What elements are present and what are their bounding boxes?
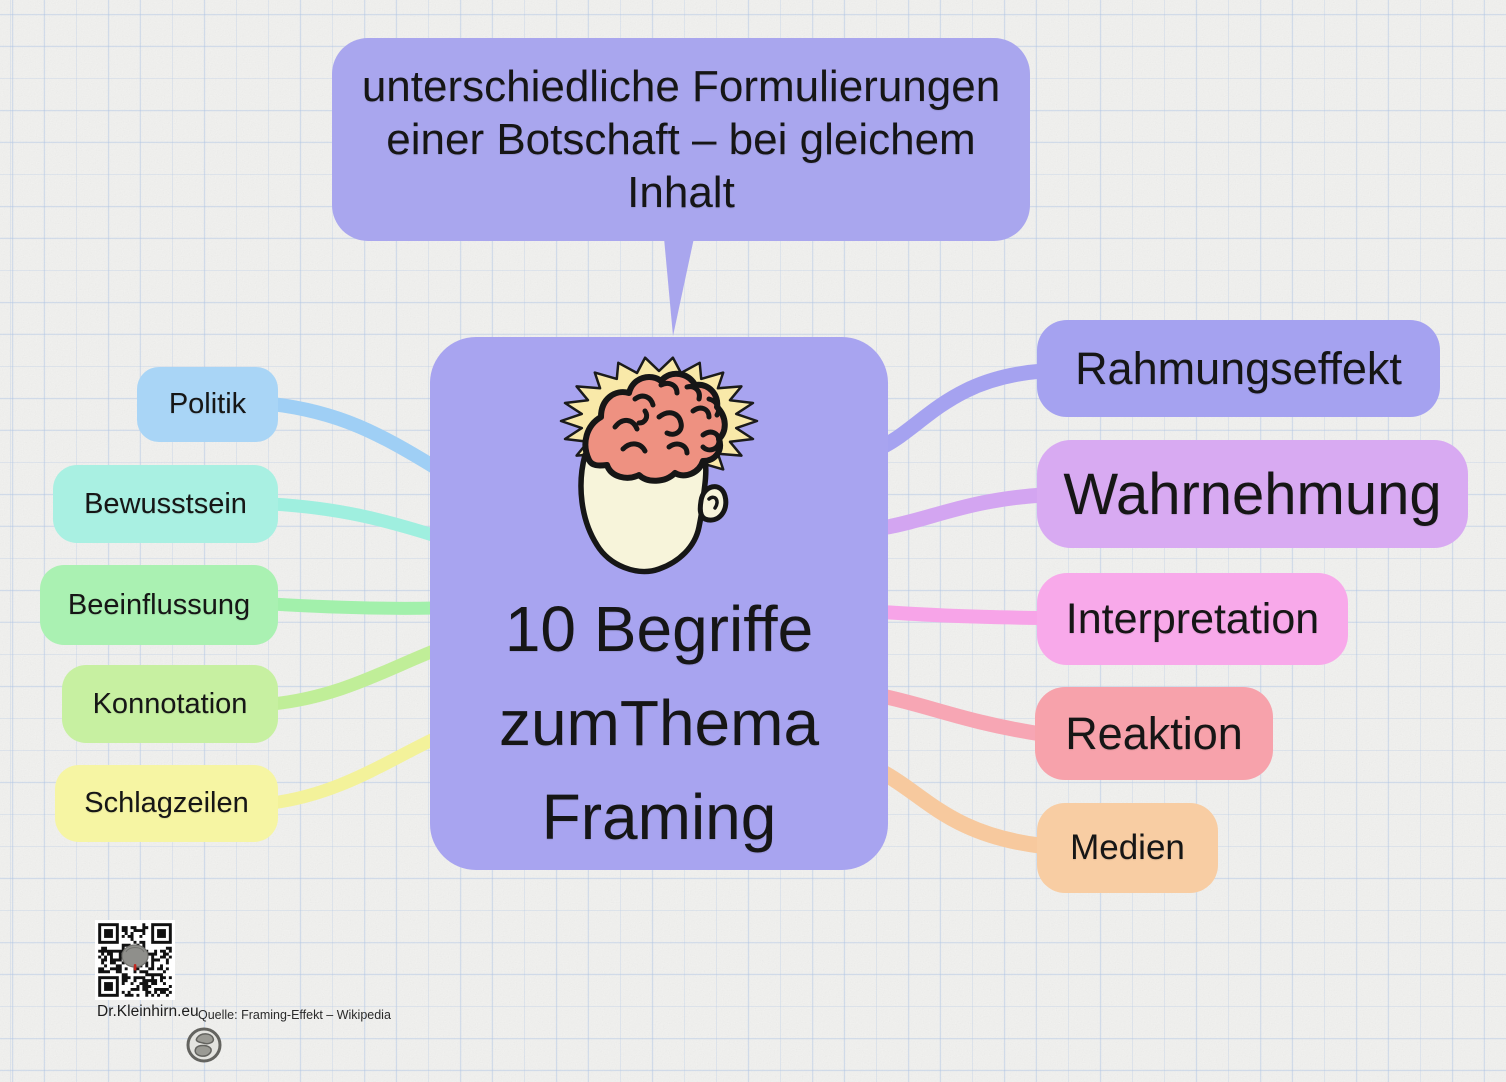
node-label: Beeinflussung: [67, 588, 251, 621]
connector-schlagzeilen: [265, 731, 443, 810]
callout-line-1: unterschiedliche Formulierungen: [361, 62, 1001, 111]
node-medien[interactable]: Medien: [1037, 803, 1218, 893]
connector-rahmungseffekt: [874, 363, 1051, 455]
node-label: Schlagzeilen: [84, 787, 249, 819]
callout-line-3: Inhalt: [627, 168, 735, 217]
callout-line-2: einer Botschaft – bei gleichem: [386, 115, 976, 164]
node-label: Politik: [168, 388, 247, 420]
node-politik[interactable]: Politik: [137, 367, 278, 442]
connector-wahrnehmung: [874, 487, 1051, 536]
node-bewusstsein[interactable]: Bewusstsein: [53, 465, 278, 543]
connector-medien: [874, 764, 1051, 854]
node-label: Bewusstsein: [84, 487, 247, 520]
callout-note[interactable]: unterschiedliche Formulierungen einer Bo…: [332, 38, 1030, 241]
connector-bewusstsein: [265, 497, 443, 543]
brain-head-illustration: [559, 356, 758, 575]
node-konnotation[interactable]: Konnotation: [62, 665, 278, 743]
central-title-line-1: 10 Begriffe: [504, 593, 814, 665]
callout-tail: [664, 238, 694, 336]
connector-beeinflussung: [265, 597, 443, 615]
connector-politik: [265, 397, 443, 475]
source-label: Quelle: Framing-Effekt – Wikipedia: [198, 1008, 391, 1022]
node-rahmungseffekt[interactable]: Rahmungseffekt: [1037, 320, 1440, 417]
node-label: Medien: [1070, 828, 1185, 867]
node-label: Rahmungseffekt: [1075, 342, 1402, 394]
site-label: Dr.Kleinhirn.eu: [97, 1003, 199, 1020]
node-label: Wahrnehmung: [1063, 461, 1442, 527]
connector-reaktion: [874, 688, 1049, 742]
kleinhirn-brain-logo: [186, 1027, 222, 1063]
node-interpretation[interactable]: Interpretation: [1037, 573, 1348, 665]
node-reaktion[interactable]: Reaktion: [1035, 687, 1273, 780]
node-wahrnehmung[interactable]: Wahrnehmung: [1037, 440, 1468, 548]
qr-code: [95, 920, 175, 1000]
node-label: Interpretation: [1065, 594, 1320, 643]
node-beeinflussung[interactable]: Beeinflussung: [40, 565, 278, 645]
node-schlagzeilen[interactable]: Schlagzeilen: [55, 765, 278, 842]
central-topic[interactable]: 10 Begriffe zumThema Framing: [430, 337, 888, 870]
connector-interpretation: [875, 605, 1050, 625]
central-title-line-2: zumThema: [498, 687, 820, 759]
central-topic-title: 10 Begriffe zumThema Framing: [499, 582, 819, 864]
central-title-line-3: Framing: [541, 781, 777, 853]
node-label: Reaktion: [1065, 707, 1243, 759]
ear-outline: [697, 484, 728, 523]
node-label: Konnotation: [92, 687, 248, 720]
connector-konnotation: [265, 643, 443, 711]
